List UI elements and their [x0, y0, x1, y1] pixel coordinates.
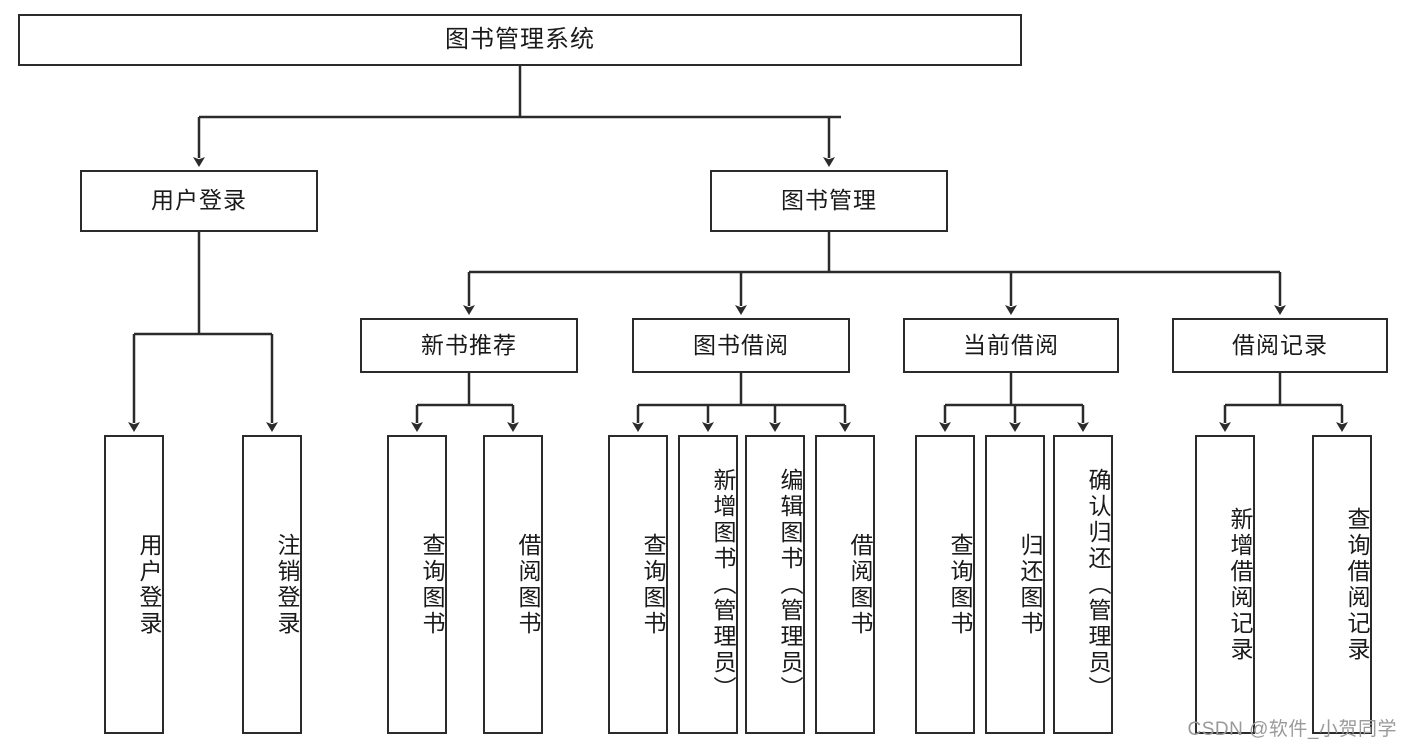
node-book-borrow-label: 图书借阅	[693, 331, 789, 358]
leaf-query-book-current-label: 查询图书	[947, 532, 973, 637]
leaf-logout[interactable]: 注销登录	[242, 435, 302, 734]
leaf-logout-label: 注销登录	[274, 532, 300, 637]
node-new-book-recommend[interactable]: 新书推荐	[360, 318, 578, 373]
leaf-add-book-admin-label: 新增图书（管理员）	[710, 467, 736, 702]
leaf-add-borrow-record-label: 新增借阅记录	[1227, 506, 1253, 663]
leaf-edit-book-admin-label: 编辑图书（管理员）	[777, 467, 803, 702]
leaf-query-book-current[interactable]: 查询图书	[915, 435, 975, 734]
leaf-user-login-label: 用户登录	[136, 532, 162, 637]
leaf-user-login[interactable]: 用户登录	[104, 435, 164, 734]
leaf-add-borrow-record[interactable]: 新增借阅记录	[1195, 435, 1255, 734]
leaf-borrow-book-newbook-label: 借阅图书	[515, 532, 541, 637]
node-book-management[interactable]: 图书管理	[710, 170, 948, 232]
node-current-borrow[interactable]: 当前借阅	[903, 318, 1119, 373]
node-root[interactable]: 图书管理系统	[18, 14, 1022, 66]
node-user-login[interactable]: 用户登录	[80, 170, 318, 232]
leaf-return-book[interactable]: 归还图书	[985, 435, 1045, 734]
node-borrow-record[interactable]: 借阅记录	[1172, 318, 1388, 373]
leaf-return-book-label: 归还图书	[1017, 532, 1043, 637]
leaf-query-book-borrow-label: 查询图书	[640, 532, 666, 637]
node-book-management-label: 图书管理	[781, 187, 877, 214]
node-current-borrow-label: 当前借阅	[963, 331, 1059, 358]
leaf-query-borrow-record-label: 查询借阅记录	[1344, 506, 1370, 663]
leaf-edit-book-admin[interactable]: 编辑图书（管理员）	[745, 435, 805, 734]
leaf-query-book-newbook[interactable]: 查询图书	[387, 435, 447, 734]
leaf-query-book-borrow[interactable]: 查询图书	[608, 435, 668, 734]
node-book-borrow[interactable]: 图书借阅	[632, 318, 850, 373]
leaf-borrow-book-newbook[interactable]: 借阅图书	[483, 435, 543, 734]
node-root-label: 图书管理系统	[445, 25, 595, 53]
watermark-text: CSDN @软件_小贺同学	[1187, 719, 1397, 740]
leaf-lend-book[interactable]: 借阅图书	[815, 435, 875, 734]
leaf-query-borrow-record[interactable]: 查询借阅记录	[1312, 435, 1372, 734]
leaf-confirm-return-admin-label: 确认归还（管理员）	[1085, 467, 1111, 702]
leaf-lend-book-label: 借阅图书	[847, 532, 873, 637]
leaf-query-book-newbook-label: 查询图书	[419, 532, 445, 637]
leaf-confirm-return-admin[interactable]: 确认归还（管理员）	[1053, 435, 1113, 734]
node-user-login-label: 用户登录	[151, 187, 247, 214]
node-new-book-recommend-label: 新书推荐	[421, 331, 517, 358]
leaf-add-book-admin[interactable]: 新增图书（管理员）	[678, 435, 738, 734]
node-borrow-record-label: 借阅记录	[1232, 331, 1328, 358]
